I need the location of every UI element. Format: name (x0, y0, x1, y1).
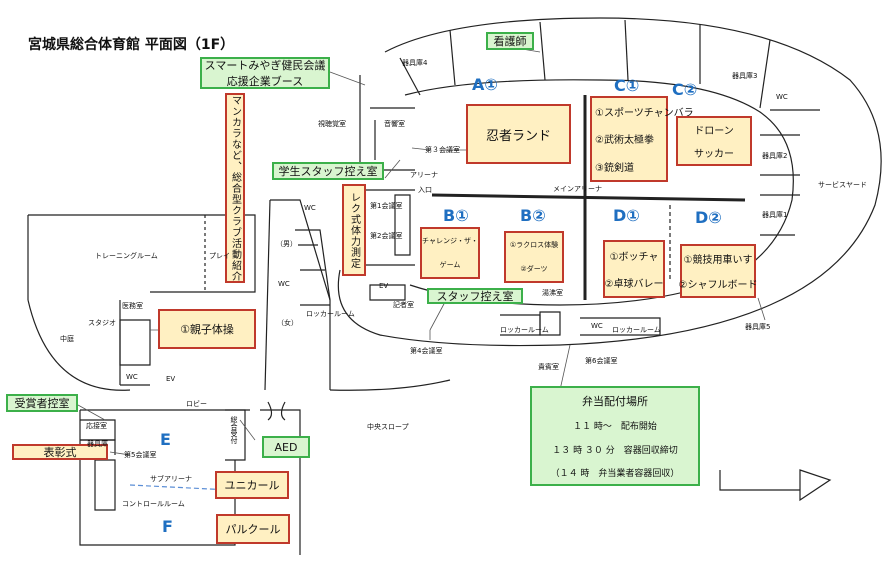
room-general-reception: 総合受付 (230, 416, 238, 444)
aed-callout: AED (262, 436, 310, 458)
room-training: トレーニングルーム (95, 252, 158, 260)
section-c1-label: C① (614, 76, 640, 95)
parent-child-exercise-callout: ①親子体操 (158, 309, 256, 349)
b1-callout: チャレンジ・ザ・ ゲーム (420, 227, 480, 279)
room-equipment-4: 器具庫4 (402, 59, 428, 67)
section-d1-label: D① (613, 206, 640, 225)
b2-callout: ①ラクロス体験 ②ダーツ (504, 231, 564, 283)
bento-distribution-callout: 弁当配付場所 １１ 時～ 配布開始 １３ 時 ３０ 分 容器回収締切 （１４ 時… (530, 386, 700, 486)
room-vip: 貴賓室 (538, 363, 559, 371)
room-equipment-5: 器具庫5 (745, 323, 771, 331)
room-meeting-4: 第4会議室 (410, 347, 443, 355)
room-studio: スタジオ (88, 319, 116, 327)
room-control: コントロールルーム (122, 500, 185, 508)
room-press: 記者室 (393, 301, 414, 309)
c2-callout: ドローン サッカー (676, 116, 752, 166)
section-b1-label: B① (443, 206, 469, 225)
room-central-slope: 中央スロープ (367, 423, 409, 431)
award-recipients-callout: 受賞者控室 (6, 394, 78, 412)
room-meeting-2: 第2会議室 (370, 232, 403, 240)
d1-callout: ①ボッチャ ②卓球バレー (603, 240, 665, 298)
room-wc-center: WC (278, 280, 290, 288)
section-a1-label: A① (472, 75, 498, 94)
section-c2-label: C② (672, 80, 698, 99)
outer-oval (337, 17, 882, 347)
unicurl-callout: ユニカール (215, 471, 289, 499)
room-locker-center: ロッカールーム (306, 310, 355, 318)
nurse-callout: 看護師 (486, 32, 534, 50)
room-sound: 音響室 (384, 120, 405, 128)
room-wc-mid: WC (304, 204, 316, 212)
c1-callout: ①スポーツチャンバラ ②武術太極拳 ③銃剣道 (590, 96, 694, 182)
room-ev-upper: EV (379, 282, 389, 290)
room-ev-lower: EV (166, 375, 176, 383)
room-equipment-2: 器具庫2 (762, 152, 788, 160)
room-men: （男） (276, 240, 297, 248)
award-ceremony-callout: 表彰式 (12, 444, 108, 460)
room-meeting-5: 第5会議室 (124, 451, 157, 459)
staff-room-callout: スタッフ控え室 (427, 288, 523, 304)
section-b2-label: B② (520, 206, 546, 225)
room-kettle: 湯沸室 (542, 289, 563, 297)
room-play: プレイ (209, 252, 230, 260)
room-arena-label: アリーナ (410, 171, 438, 179)
room-meeting-3: 第３会議室 (425, 146, 460, 154)
room-wc-west: WC (126, 373, 138, 381)
room-women: （女） (277, 319, 298, 327)
room-medical: 医務室 (122, 302, 143, 310)
room-locker-south-1: ロッカールーム (500, 326, 549, 334)
rec-fitness-callout: レク式体力測定 (342, 184, 366, 276)
room-wc-south: WC (591, 322, 603, 330)
room-equipment-west: 器具庫 (87, 440, 108, 448)
room-wc-east: WC (776, 93, 788, 101)
room-locker-south-2: ロッカールーム (612, 326, 661, 334)
parkour-callout: パルクール (216, 514, 290, 544)
ninja-land-callout: 忍者ランド (466, 104, 571, 164)
student-staff-callout: 学生スタッフ控え室 (272, 162, 384, 180)
room-lobby: ロビー (186, 400, 207, 408)
d2-callout: ①競技用車いす ②シャフルボード (679, 244, 757, 298)
room-main-arena: メインアリーナ (553, 185, 602, 193)
room-service-yard: サービスヤード (818, 181, 867, 189)
room-av: 視聴覚室 (318, 120, 346, 128)
room-courtyard: 中庭 (60, 335, 74, 343)
page-title: 宮城県総合体育館 平面図（1F） (28, 37, 235, 53)
room-reception-room: 応接室 (86, 422, 107, 430)
inner-arena (404, 79, 794, 306)
section-d2-label: D② (695, 208, 722, 227)
room-equipment-1: 器具庫1 (762, 211, 788, 219)
mankara-callout: マンカラなど、総合型クラブ活動紹介 (225, 93, 245, 283)
room-entrance: 入口 (418, 186, 432, 194)
section-e-label: E (160, 430, 171, 449)
room-meeting-1: 第1会議室 (370, 202, 403, 210)
section-f-label: F (162, 517, 173, 536)
room-sub-arena: サブアリーナ (150, 475, 192, 483)
booth-callout: スマートみやぎ健民会議 応援企業ブース (200, 57, 330, 89)
room-meeting-6: 第6会議室 (585, 357, 618, 365)
room-equipment-3: 器具庫3 (732, 72, 758, 80)
